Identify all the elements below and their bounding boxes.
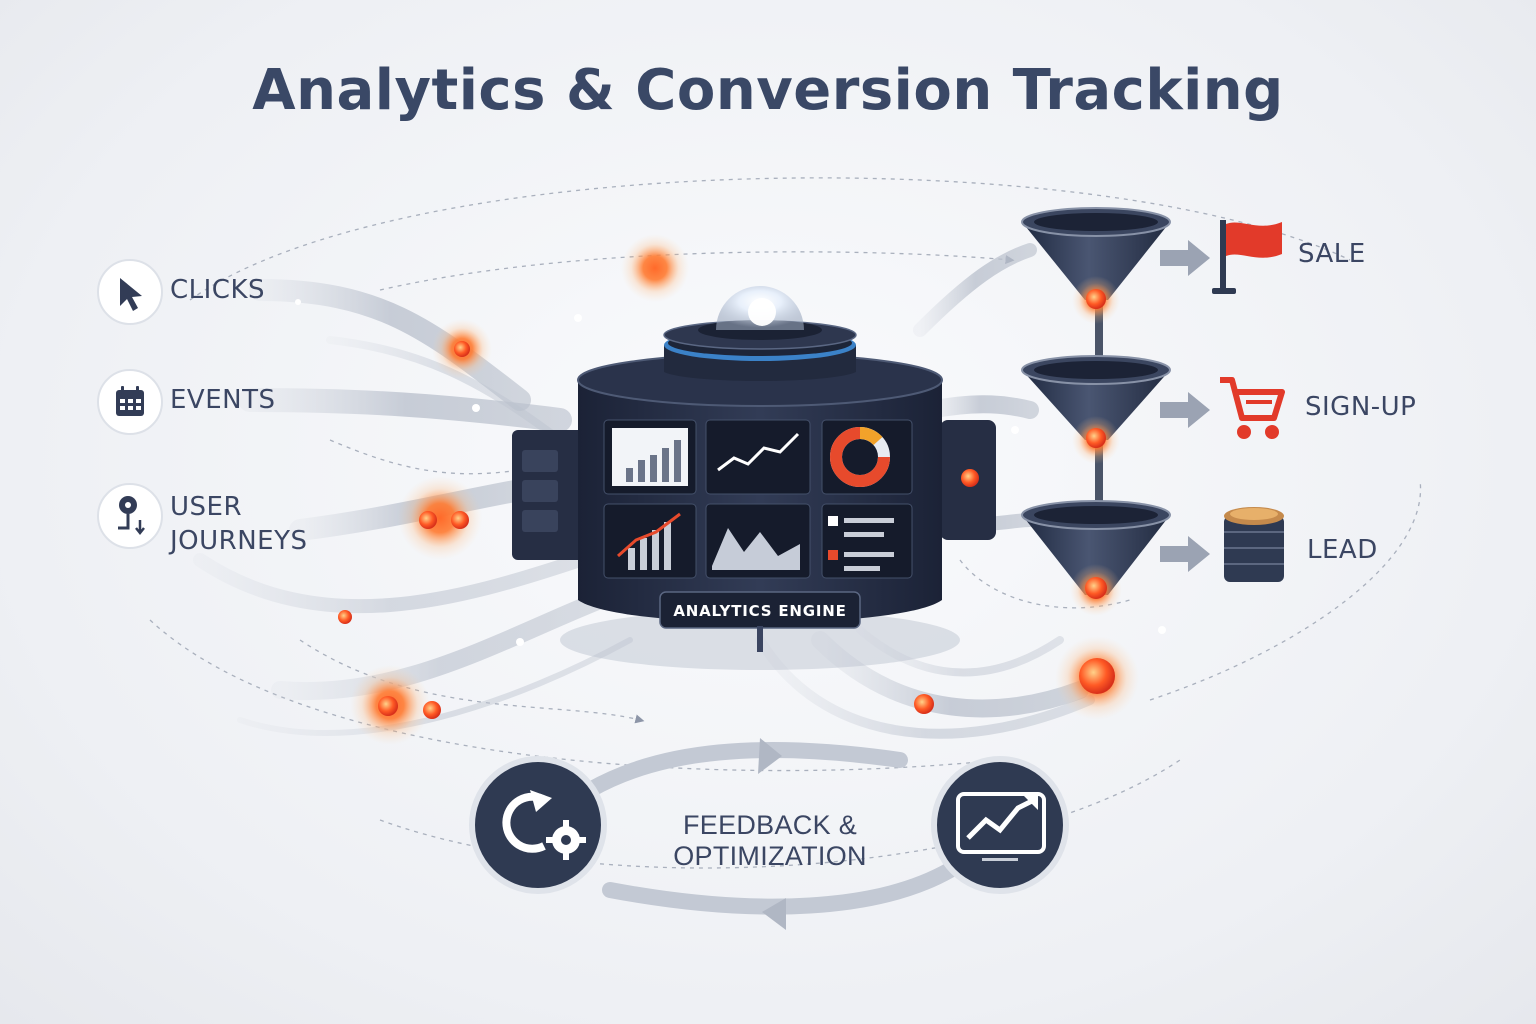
arrow-to-sale bbox=[1160, 240, 1210, 276]
outcome-arrows bbox=[1160, 240, 1210, 572]
trend-chart-icon bbox=[956, 792, 1046, 861]
page-title: Analytics & Conversion Tracking bbox=[252, 58, 1284, 123]
optimization-circle bbox=[469, 756, 607, 894]
source-label-events: EVENTS bbox=[170, 385, 276, 415]
data-particles bbox=[295, 234, 1166, 745]
source-events bbox=[97, 369, 163, 435]
outcome-label-lead: LEAD bbox=[1307, 535, 1378, 565]
engine-screens bbox=[603, 419, 913, 579]
engine-label: ANALYTICS ENGINE bbox=[673, 602, 846, 620]
user-journey-icon bbox=[118, 496, 145, 536]
funnel-lead bbox=[1021, 500, 1171, 616]
funnel-stack bbox=[1021, 207, 1171, 616]
outcome-label-sign-up: SIGN-UP bbox=[1305, 392, 1417, 422]
funnel-sale bbox=[1021, 207, 1171, 324]
source-label-clicks: CLICKS bbox=[170, 275, 266, 305]
outcome-label-sale: SALE bbox=[1298, 239, 1366, 269]
loop-arrow-bottom bbox=[762, 898, 786, 930]
source-label-user: USER bbox=[170, 492, 243, 522]
arrow-to-sign-up bbox=[1160, 392, 1210, 428]
feedback-optimization-label: FEEDBACK & OPTIMIZATION bbox=[673, 810, 867, 871]
loop-arrow-top bbox=[758, 738, 782, 774]
funnel-sign-up bbox=[1021, 355, 1171, 464]
flag-icon bbox=[1212, 220, 1282, 294]
source-clicks bbox=[97, 259, 163, 325]
analytics-engine: ANALYTICS ENGINE bbox=[512, 286, 996, 670]
source-user-journeys bbox=[97, 483, 163, 549]
refresh-gear-icon bbox=[502, 790, 586, 860]
database-coins-icon bbox=[1224, 507, 1284, 582]
feedback-loop bbox=[469, 738, 1069, 930]
results-circle bbox=[931, 756, 1069, 894]
source-label-journeys: JOURNEYS bbox=[170, 526, 308, 556]
arrow-to-lead bbox=[1160, 536, 1210, 572]
cursor-icon bbox=[120, 278, 142, 311]
shopping-cart-icon bbox=[1220, 377, 1285, 439]
calendar-icon bbox=[116, 386, 144, 416]
